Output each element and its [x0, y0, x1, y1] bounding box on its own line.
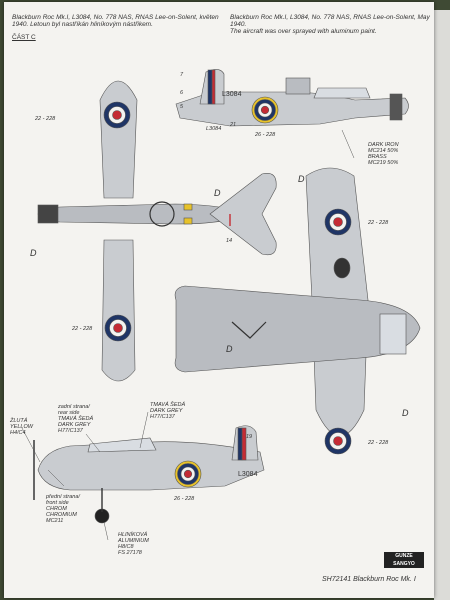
marker-22-228-a: 22 - 228 — [35, 116, 56, 122]
underside-view-aircraft — [174, 167, 421, 455]
marker-21: 21 — [230, 122, 237, 128]
marker-22-228-d: 22 - 228 — [368, 440, 389, 446]
section-label: ČÁST C — [12, 34, 36, 41]
underlying-page — [434, 10, 450, 600]
marker-22-228-b: 22 - 228 — [72, 326, 93, 332]
marker-d-2: D — [30, 248, 37, 258]
marker-d-5: D — [298, 174, 305, 184]
marker-22-228-c: 22 - 228 — [368, 220, 389, 226]
lower-side-view-aircraft — [33, 425, 265, 524]
marker-d: D — [214, 188, 221, 198]
caption-czech: Blackburn Roc Mk.I, L3084, No. 778 NAS, … — [12, 14, 219, 28]
fuselage-serial-2: L3084 — [238, 471, 258, 478]
caption-english: Blackburn Roc Mk.I, L3084, No. 778 NAS, … — [230, 14, 430, 35]
marker-14: 14 — [226, 238, 233, 244]
note-aluminium: HLINÍKOVÁ ALUMINIUM H8/C8 FS 27178 — [118, 532, 149, 556]
marker-7: 7 — [180, 72, 184, 78]
marker-serial: L3084 — [206, 126, 222, 132]
top-view-aircraft — [37, 80, 277, 382]
note-propeller: DARK IRON MC214 50% BRASS MC219 50% — [368, 142, 399, 166]
marker-19: 19 — [246, 434, 253, 440]
fuselage-serial: L3084 — [222, 91, 242, 98]
marker-d-3: D — [226, 344, 233, 354]
side-view-aircraft — [175, 69, 409, 127]
note-dark-grey: TMAVÁ ŠEDÁ DARK GREY H77/C137 — [150, 402, 186, 420]
note-front: přední strana/ front side CHROM CHROMIUM… — [46, 494, 80, 524]
marker-26-228b: 26 - 228 — [174, 496, 195, 502]
marker-6: 6 — [180, 90, 184, 96]
marker-26-228: 26 - 228 — [255, 132, 276, 138]
callout-lines — [21, 129, 355, 541]
footer-title: SH72141 Blackburn Roc Mk. I — [322, 576, 416, 583]
brand-logo: GUNZE SANGYO — [384, 552, 424, 568]
marker-d-4: D — [402, 408, 409, 418]
note-yellow: ŽLUTÁ YELLOW H4/C4 — [10, 418, 33, 436]
note-inner: zadní strana/ rear side TMAVÁ ŠEDÁ DARK … — [58, 404, 94, 434]
marker-5: 5 — [180, 104, 184, 110]
